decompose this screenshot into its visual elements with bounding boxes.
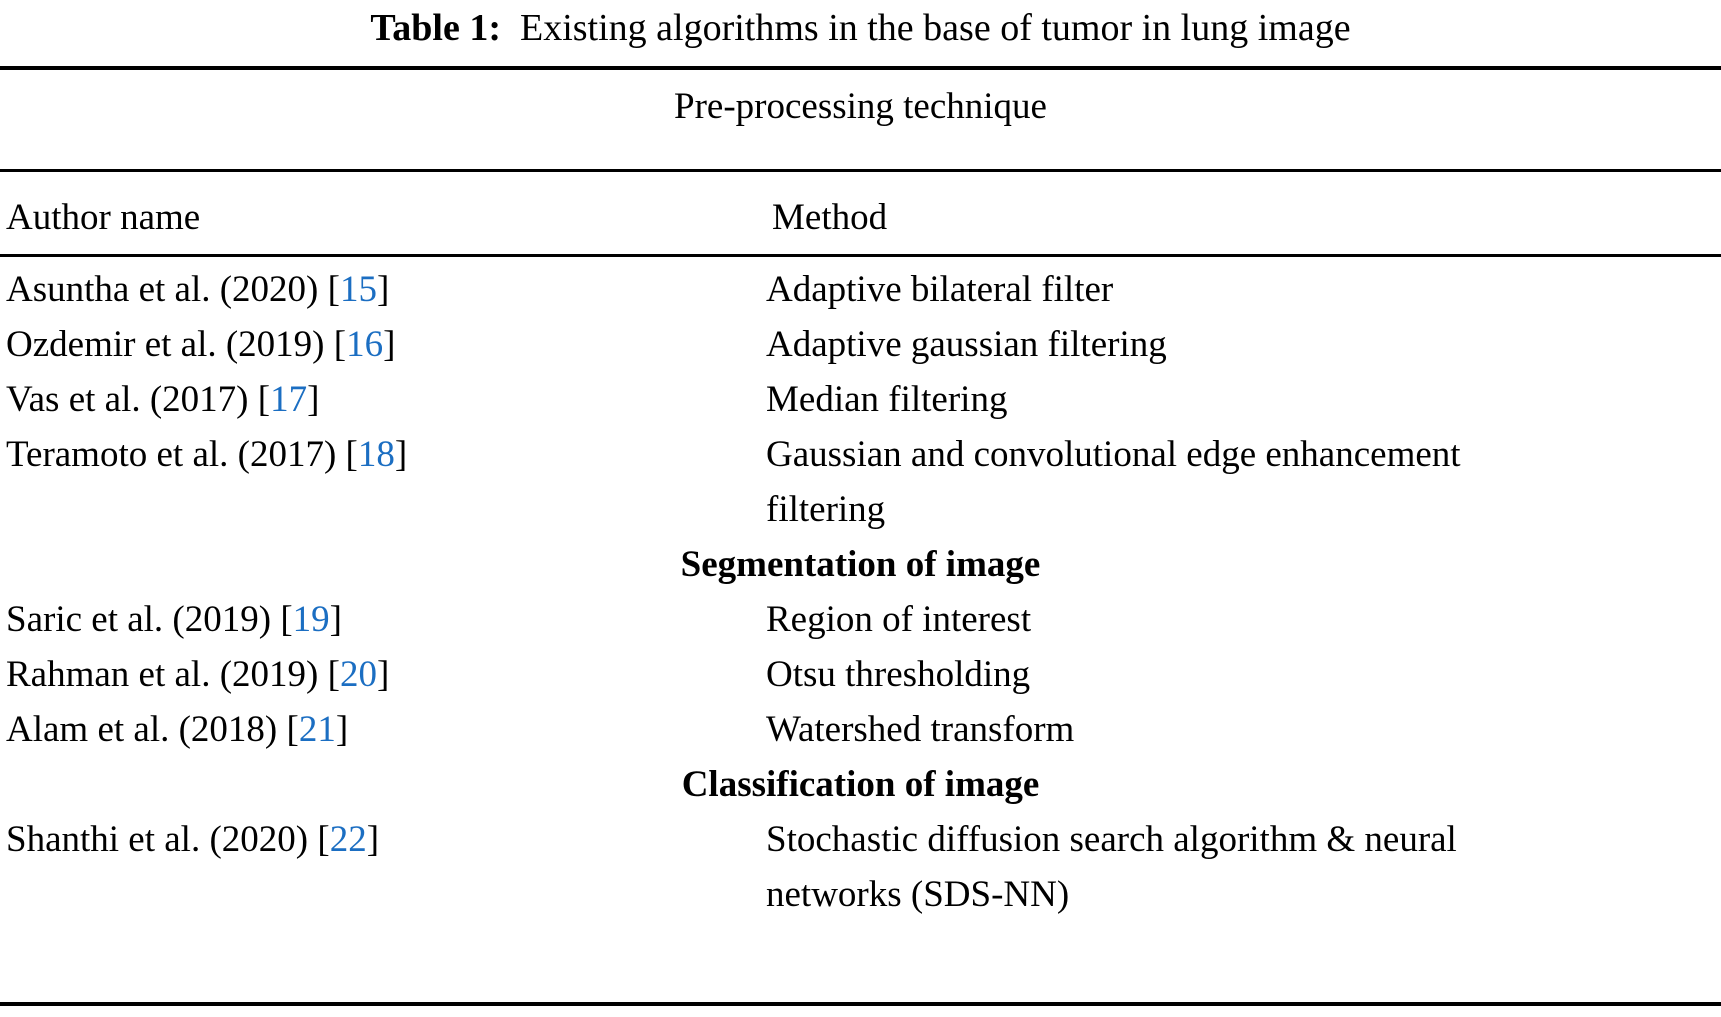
citation-bracket-open: [ [317, 819, 330, 860]
table-body: Asuntha et al. (2020) [15]Adaptive bilat… [0, 262, 1721, 922]
method-text-line: Adaptive bilateral filter [766, 269, 1114, 310]
citation-link[interactable]: 16 [346, 324, 384, 365]
author-name-text: Saric et al. (2019) [6, 599, 281, 640]
cell-author: Teramoto et al. (2017) [18] [0, 427, 766, 482]
author-name-text: Asuntha et al. (2020) [6, 269, 328, 310]
table-top-rule [0, 66, 1721, 70]
column-header-author: Author name [6, 197, 201, 238]
table-caption: Table 1: Existing algorithms in the base… [0, 2, 1721, 54]
table-section-header: Classification of image [681, 764, 1040, 805]
table-bottom-rule [0, 1002, 1721, 1006]
citation-link[interactable]: 17 [270, 379, 308, 420]
column-header-method: Method [772, 197, 888, 238]
author-name-text: Rahman et al. (2019) [6, 654, 328, 695]
cell-method: Stochastic diffusion search algorithm & … [766, 812, 1721, 922]
method-text-line: Median filtering [766, 379, 1008, 420]
citation-bracket-close: ] [376, 654, 390, 695]
cell-author: Alam et al. (2018) [21] [0, 702, 766, 757]
method-text-line: Watershed transform [766, 709, 1075, 750]
cell-method: Adaptive bilateral filter [766, 262, 1721, 317]
cell-author: Saric et al. (2019) [19] [0, 592, 766, 647]
citation-bracket-close: ] [335, 709, 349, 750]
table-columnhead-rule [0, 254, 1721, 257]
citation-bracket-open: [ [333, 324, 347, 365]
citation-bracket-open: [ [327, 654, 340, 695]
cell-author: Asuntha et al. (2020) [15] [0, 262, 766, 317]
citation-link[interactable]: 15 [339, 269, 377, 310]
table-header-rule [0, 169, 1721, 172]
citation-link[interactable]: 22 [329, 819, 367, 860]
citation-bracket-close: ] [376, 269, 390, 310]
method-text-line: Stochastic diffusion search algorithm & … [766, 819, 1457, 860]
citation-bracket-close: ] [383, 324, 396, 365]
citation-link[interactable]: 19 [292, 599, 330, 640]
cell-author: Rahman et al. (2019) [20] [0, 647, 766, 702]
method-text-line: Gaussian and convolutional edge enhancem… [766, 434, 1461, 475]
cell-method: Median filtering [766, 372, 1721, 427]
author-name-text: Ozdemir et al. (2019) [6, 324, 334, 365]
cell-method: Otsu thresholding [766, 647, 1721, 702]
cell-method: Watershed transform [766, 702, 1721, 757]
citation-bracket-close: ] [329, 599, 342, 640]
citation-bracket-open: [ [280, 599, 293, 640]
cell-author: Vas et al. (2017) [17] [0, 372, 766, 427]
citation-bracket-close: ] [307, 379, 320, 420]
cell-author: Ozdemir et al. (2019) [16] [0, 317, 766, 372]
table-row: Teramoto et al. (2017) [18]Gaussian and … [0, 427, 1721, 537]
cell-method: Region of interest [766, 592, 1721, 647]
citation-bracket-open: [ [327, 269, 340, 310]
table-row: Rahman et al. (2019) [20]Otsu thresholdi… [0, 647, 1721, 702]
author-name-text: Vas et al. (2017) [6, 379, 258, 420]
table-row: Saric et al. (2019) [19]Region of intere… [0, 592, 1721, 647]
table-caption-label: Table 1: [370, 7, 501, 49]
table-row: Vas et al. (2017) [17]Median filtering [0, 372, 1721, 427]
cell-method: Gaussian and convolutional edge enhancem… [766, 427, 1721, 537]
method-text-line: Region of interest [766, 599, 1032, 640]
author-name-text: Alam et al. (2018) [6, 709, 287, 750]
table-caption-text: Existing algorithms in the base of tumor… [519, 7, 1351, 49]
cell-method: Adaptive gaussian filtering [766, 317, 1721, 372]
table-row: Alam et al. (2018) [21]Watershed transfo… [0, 702, 1721, 757]
author-name-text: Shanthi et al. (2020) [6, 819, 318, 860]
citation-link[interactable]: 20 [339, 654, 377, 695]
citation-bracket-open: [ [257, 379, 271, 420]
table-group-header: Pre-processing technique [674, 86, 1047, 127]
method-text-line: filtering [766, 489, 886, 530]
citation-link[interactable]: 21 [298, 709, 336, 750]
citation-bracket-open: [ [345, 434, 358, 475]
method-text-line: Adaptive gaussian filtering [766, 324, 1167, 365]
method-text-line: Otsu thresholding [766, 654, 1031, 695]
citation-bracket-open: [ [286, 709, 299, 750]
table-row: Ozdemir et al. (2019) [16]Adaptive gauss… [0, 317, 1721, 372]
author-name-text: Teramoto et al. (2017) [6, 434, 346, 475]
table-row: Shanthi et al. (2020) [22]Stochastic dif… [0, 812, 1721, 922]
citation-link[interactable]: 18 [357, 434, 395, 475]
cell-author: Shanthi et al. (2020) [22] [0, 812, 766, 867]
table-row: Asuntha et al. (2020) [15]Adaptive bilat… [0, 262, 1721, 317]
citation-bracket-close: ] [366, 819, 380, 860]
citation-bracket-close: ] [394, 434, 408, 475]
method-text-line: networks (SDS-NN) [766, 874, 1070, 915]
table-section-header: Segmentation of image [680, 544, 1041, 585]
